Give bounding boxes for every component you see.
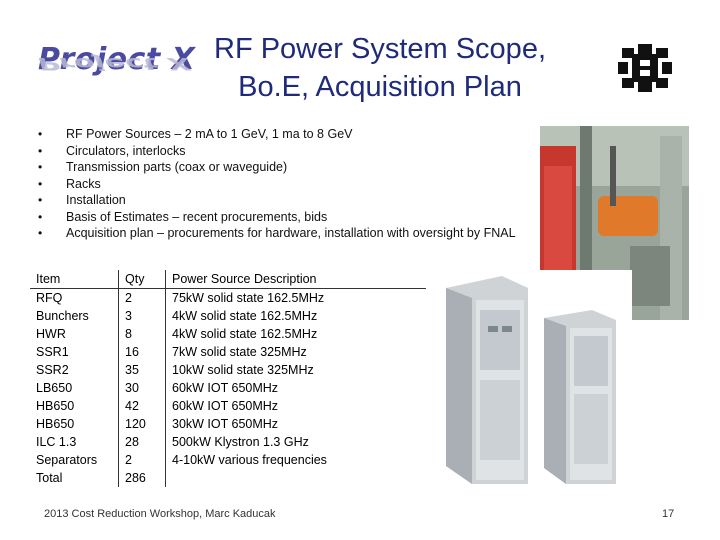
header-qty: Qty bbox=[118, 270, 166, 289]
bullet-dot: • bbox=[38, 209, 43, 224]
header-item: Item bbox=[30, 270, 119, 289]
bullet-dot: • bbox=[38, 160, 43, 174]
title-line-2: Bo.E, Acquisition Plan bbox=[238, 71, 522, 103]
bullet-list: •RF Power Sources – 2 mA to 1 GeV, 1 ma … bbox=[38, 126, 528, 242]
bullet-item: •Acquisition plan – procurements for har… bbox=[38, 226, 516, 240]
slide-title: RF Power System Scope, Bo.E, Acquisition… bbox=[180, 30, 580, 106]
header-description: Power Source Description bbox=[165, 270, 426, 289]
bullet-item: •Basis of Estimates – recent procurement… bbox=[38, 209, 328, 224]
bullet-dot: • bbox=[38, 127, 43, 141]
bullet-item: •Installation bbox=[38, 193, 126, 207]
project-x-logo: Project X Project X bbox=[38, 42, 195, 102]
bullet-dot: • bbox=[38, 143, 43, 158]
footer-text: 2013 Cost Reduction Workshop, Marc Kaduc… bbox=[44, 508, 276, 520]
bullet-dot: • bbox=[38, 193, 43, 207]
bullet-item: •RF Power Sources – 2 mA to 1 GeV, 1 ma … bbox=[38, 127, 353, 141]
bullet-dot: • bbox=[38, 226, 43, 240]
fermilab-logo-icon bbox=[618, 44, 672, 92]
bullet-item: •Circulators, interlocks bbox=[38, 143, 186, 158]
bullet-dot: • bbox=[38, 176, 43, 191]
logo-reflection: Project X bbox=[38, 53, 191, 73]
table-header-row: Item Qty Power Source Description bbox=[30, 270, 426, 289]
title-line-1: RF Power System Scope, bbox=[214, 33, 546, 65]
bullet-item: •Racks bbox=[38, 176, 101, 191]
rf-rack-photo bbox=[432, 270, 632, 488]
logo-text: Project X bbox=[38, 42, 196, 77]
page-number: 17 bbox=[662, 508, 675, 520]
bullet-item: •Transmission parts (coax or waveguide) bbox=[38, 160, 288, 174]
